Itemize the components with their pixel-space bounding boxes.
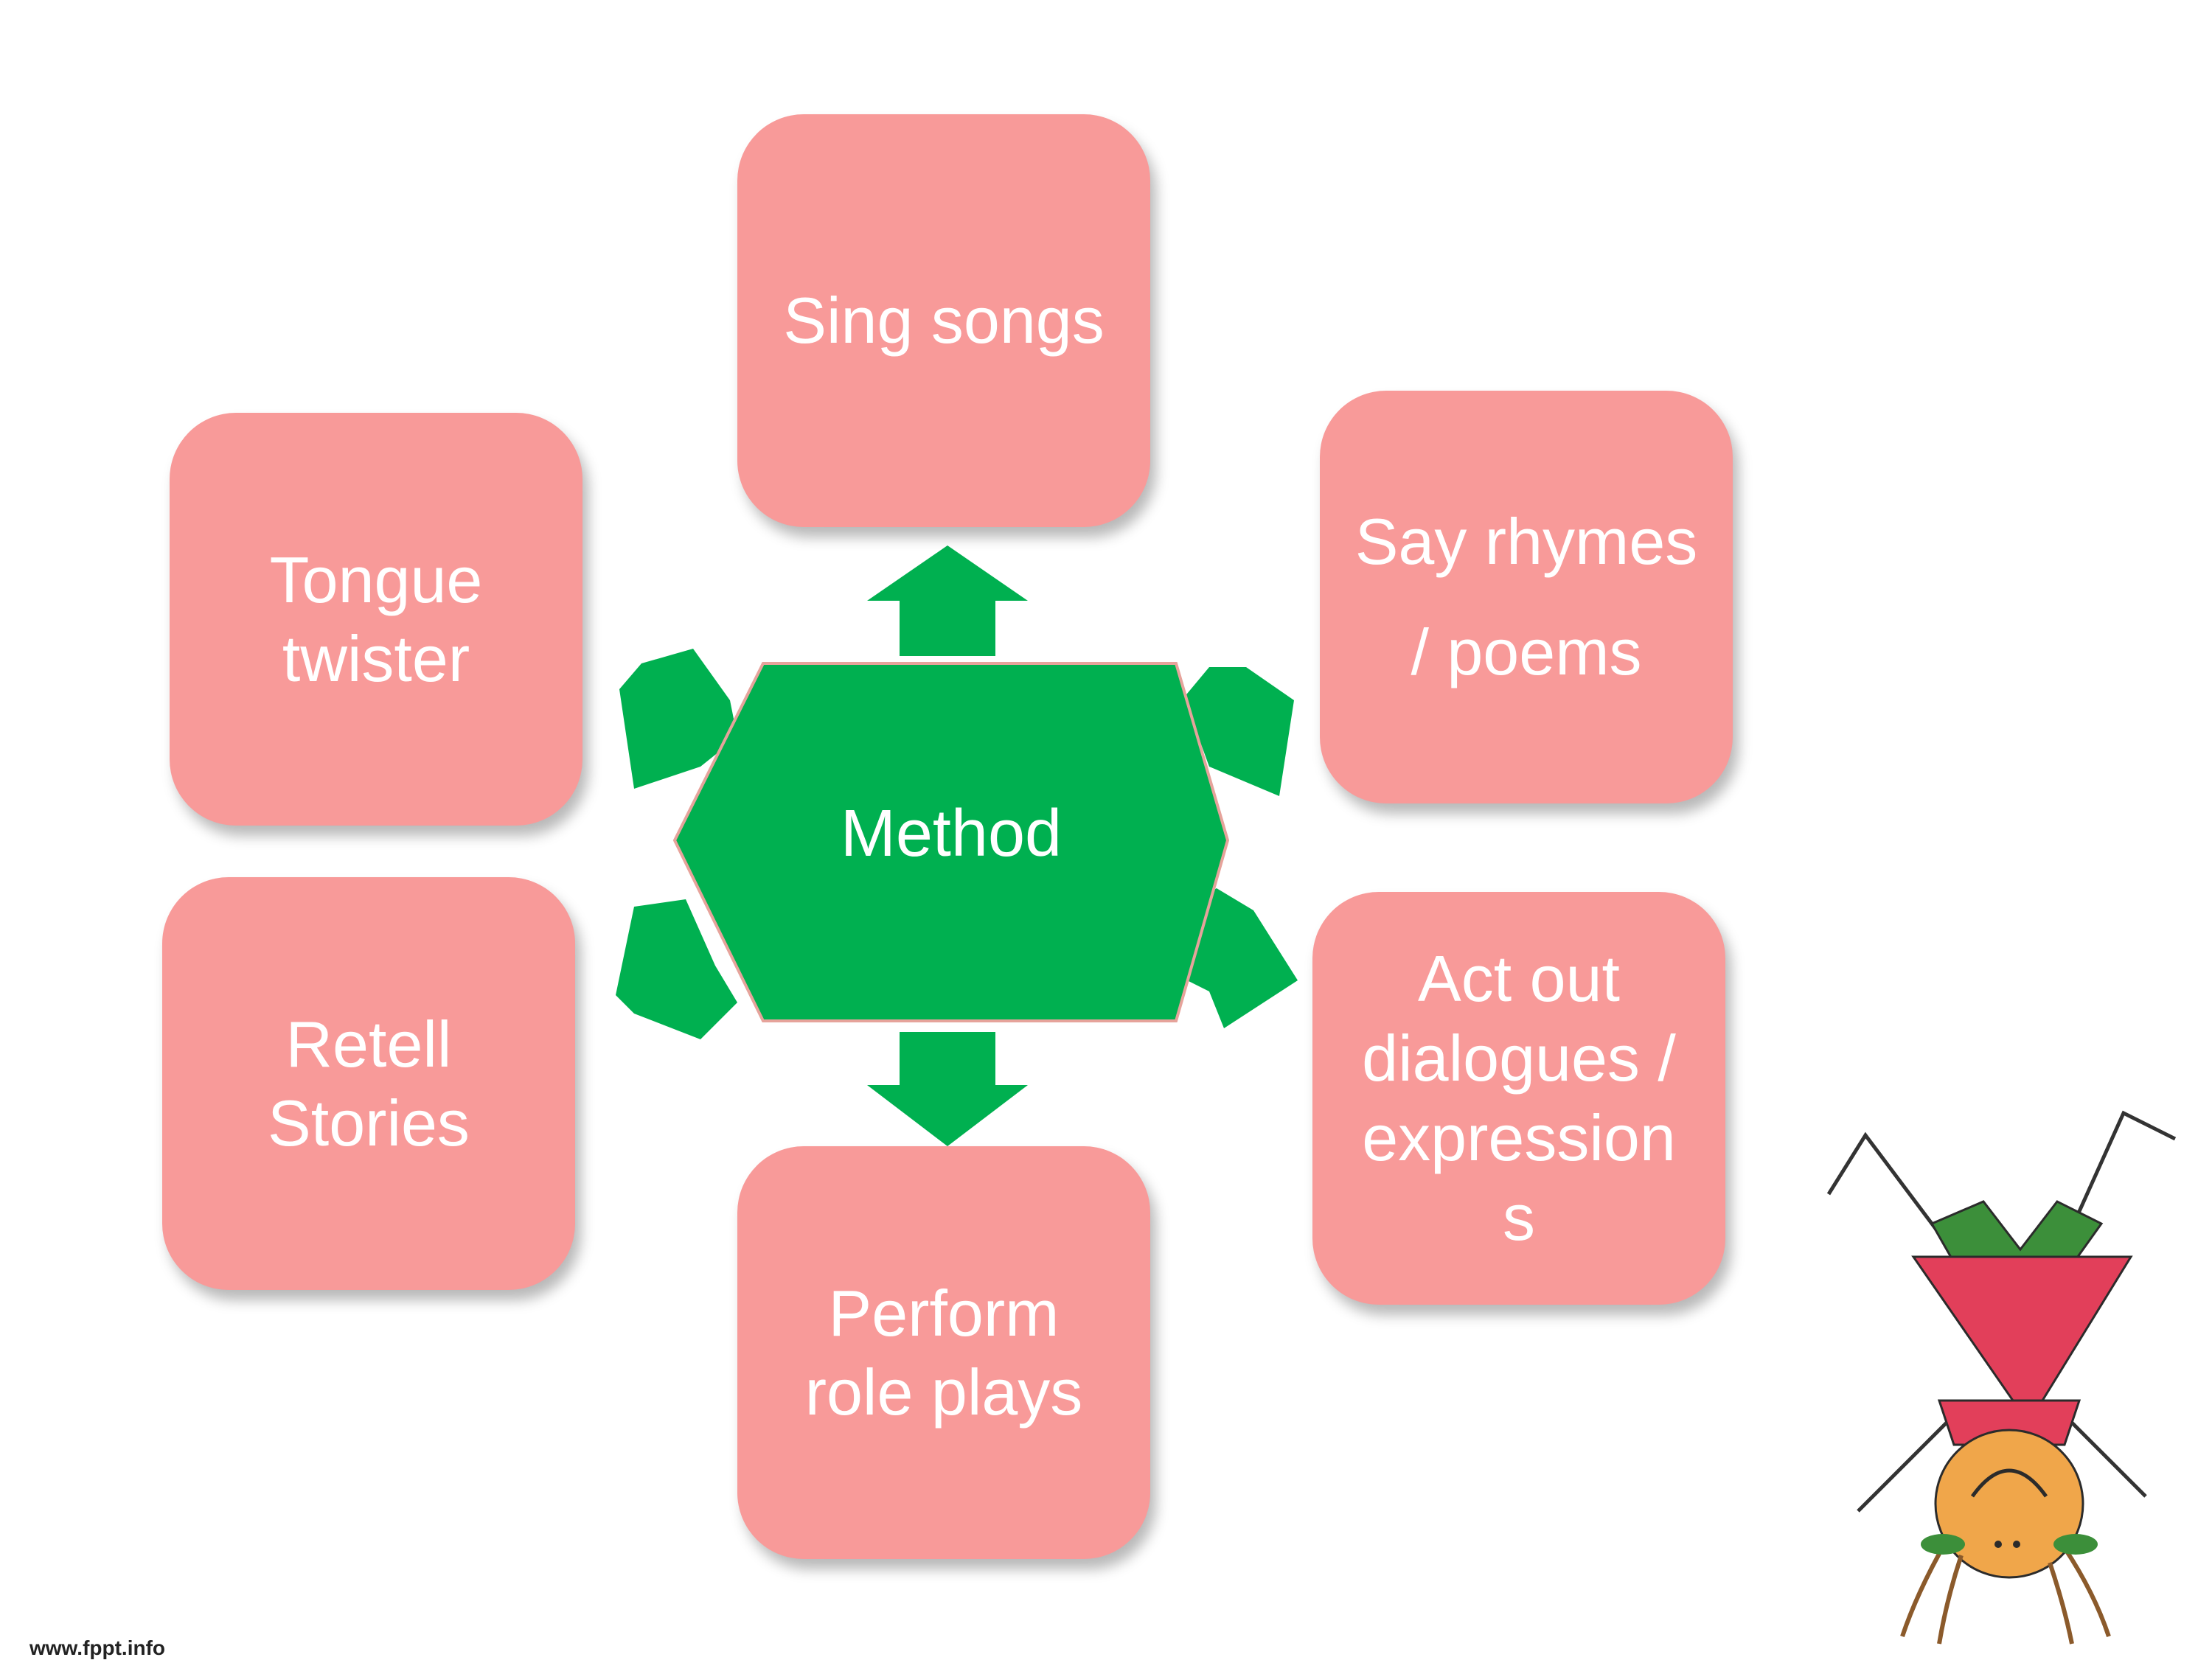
node-act-out: Act out dialogues / expression s [1312,892,1725,1305]
node-retell-stories: Retell Stories [162,877,575,1290]
node-label-line: / poems [1411,615,1642,688]
node-label-line: dialogues / [1362,1021,1676,1095]
node-sing-songs: Sing songs [737,114,1150,527]
arrow-up [867,545,1028,656]
node-label-line: expression [1362,1101,1676,1174]
arrow-down [867,1032,1028,1146]
node-label-line: Sing songs [783,284,1105,358]
node-say-rhymes: Say rhymes / poems [1320,391,1733,803]
child-illustration-icon [1826,1110,2177,1645]
node-label-line: Retell [285,1007,452,1081]
node-label-line: role plays [804,1356,1083,1429]
arrow-lower-left [616,899,737,1039]
node-tongue-twister: Tongue twister [170,413,582,826]
footer-url: www.fppt.info [29,1636,166,1659]
node-label-line: s [1503,1181,1535,1255]
node-label-line: Stories [268,1087,470,1159]
node-label-line: Act out [1418,941,1620,1015]
arrow-upper-left [619,649,737,789]
center-hexagon [672,662,1230,1022]
node-label-line: twister [282,622,470,695]
node-label-line: Tongue [269,543,483,616]
node-label-line: Perform [828,1276,1060,1350]
node-perform-role-plays: Perform role plays [737,1146,1150,1559]
center-label: Method [840,797,1062,871]
arrow-upper-right [1172,667,1294,796]
arrow-lower-right [1180,888,1298,1028]
node-label-line: Say rhymes [1354,505,1698,579]
